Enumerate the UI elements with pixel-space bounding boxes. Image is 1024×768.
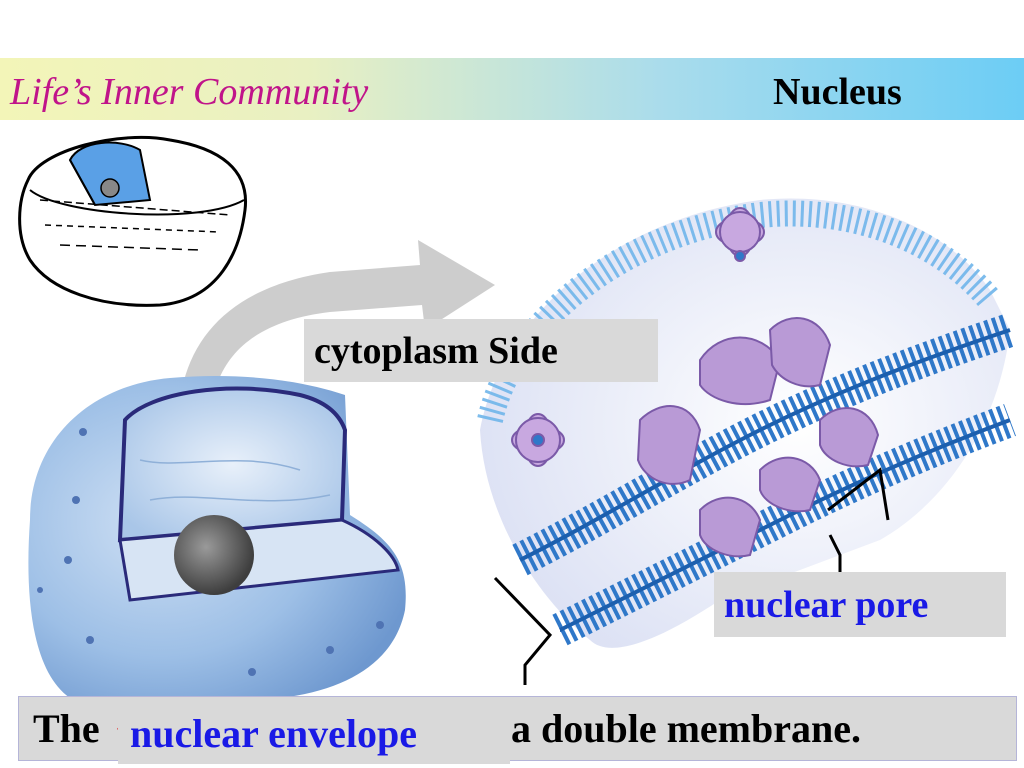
nuclear-pore-text: nuclear pore <box>724 583 929 626</box>
nucleus-cutaway-illustration <box>28 375 406 698</box>
nuclear-envelope-label: nuclear envelope <box>118 702 510 764</box>
pore-rosette-left <box>511 413 565 467</box>
cytoplasm-side-label: cytoplasm Side <box>304 319 658 382</box>
slide-title: Life’s Inner Community <box>10 71 369 113</box>
curved-arrow <box>180 240 495 405</box>
header-bar <box>0 58 1024 120</box>
slide-topic: Nucleus <box>773 71 902 113</box>
sentence-start: The <box>33 706 100 751</box>
nuclear-envelope-text: nuclear envelope <box>130 710 418 756</box>
nuclear-pore-label: nuclear pore <box>714 572 1006 637</box>
sentence-end: a double membrane. <box>511 706 861 751</box>
pore-rosette-top <box>715 207 765 262</box>
membrane-pore-illustration <box>477 198 1016 685</box>
cytoplasm-side-text: cytoplasm Side <box>314 329 558 372</box>
cell-outline-icon <box>18 135 248 307</box>
